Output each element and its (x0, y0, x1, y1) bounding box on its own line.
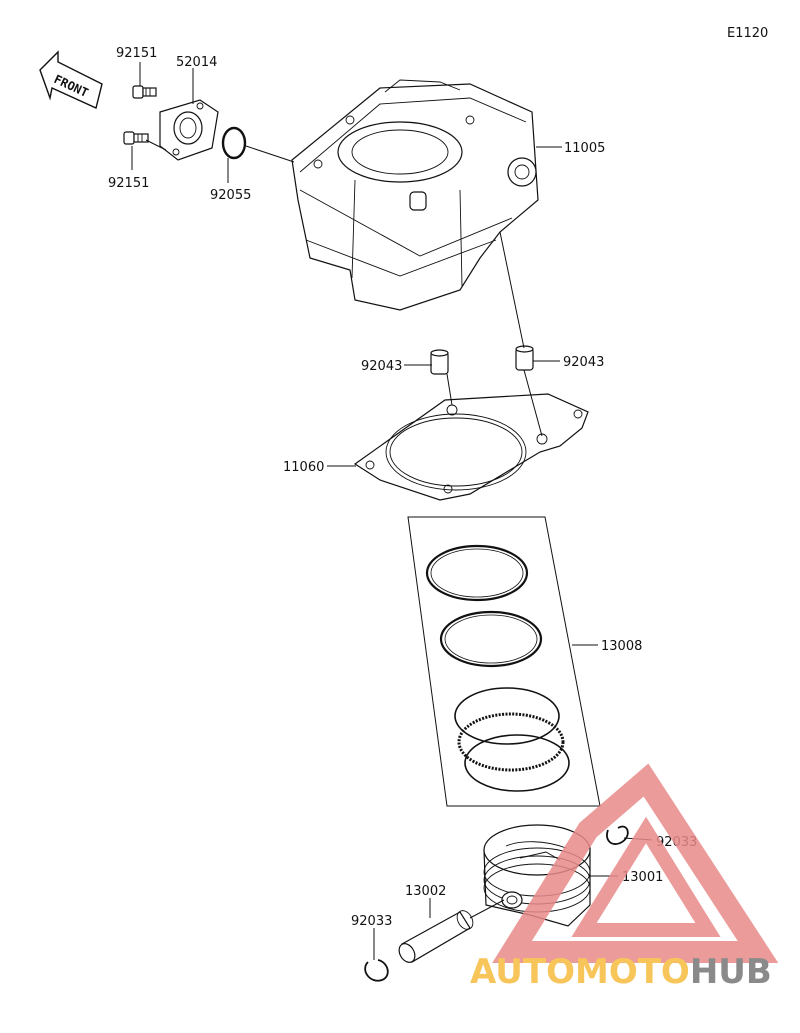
o-ring (221, 126, 247, 160)
label-ring-set: 13008 (601, 639, 642, 654)
label-bolt-bottom: 92151 (108, 176, 149, 191)
dowel-left (430, 349, 449, 375)
bolt-top (132, 85, 157, 99)
circlip-left (364, 959, 389, 982)
label-dowel-left: 92043 (361, 359, 402, 374)
watermark-logo (492, 763, 779, 963)
oil-ring (454, 687, 570, 792)
leader-lines (131, 62, 653, 960)
dowel-right (515, 345, 534, 371)
cylinder-gasket (353, 393, 589, 501)
ring-set-frame (407, 516, 601, 807)
label-dowel-right: 92043 (563, 355, 604, 370)
diagram-code: E1120 (727, 26, 768, 41)
cylinder (291, 79, 539, 311)
ring-second (439, 610, 543, 668)
watermark-text: AUTOMOTOHUB (470, 952, 772, 992)
bolt-bottom (123, 131, 149, 145)
label-cylinder: 11005 (564, 141, 605, 156)
water-outlet (159, 99, 219, 161)
label-water-outlet: 52014 (176, 55, 217, 70)
front-arrow-icon: FRONT (39, 50, 103, 109)
label-o-ring: 92055 (210, 188, 251, 203)
circlip-right (606, 825, 629, 845)
ring-top (425, 544, 529, 602)
label-gasket: 11060 (283, 460, 324, 475)
piston-pin (398, 910, 474, 963)
label-bolt-top: 92151 (116, 46, 157, 61)
label-piston-pin: 13002 (405, 884, 446, 899)
label-circlip-left: 92033 (351, 914, 392, 929)
label-piston: 13001 (622, 870, 663, 885)
